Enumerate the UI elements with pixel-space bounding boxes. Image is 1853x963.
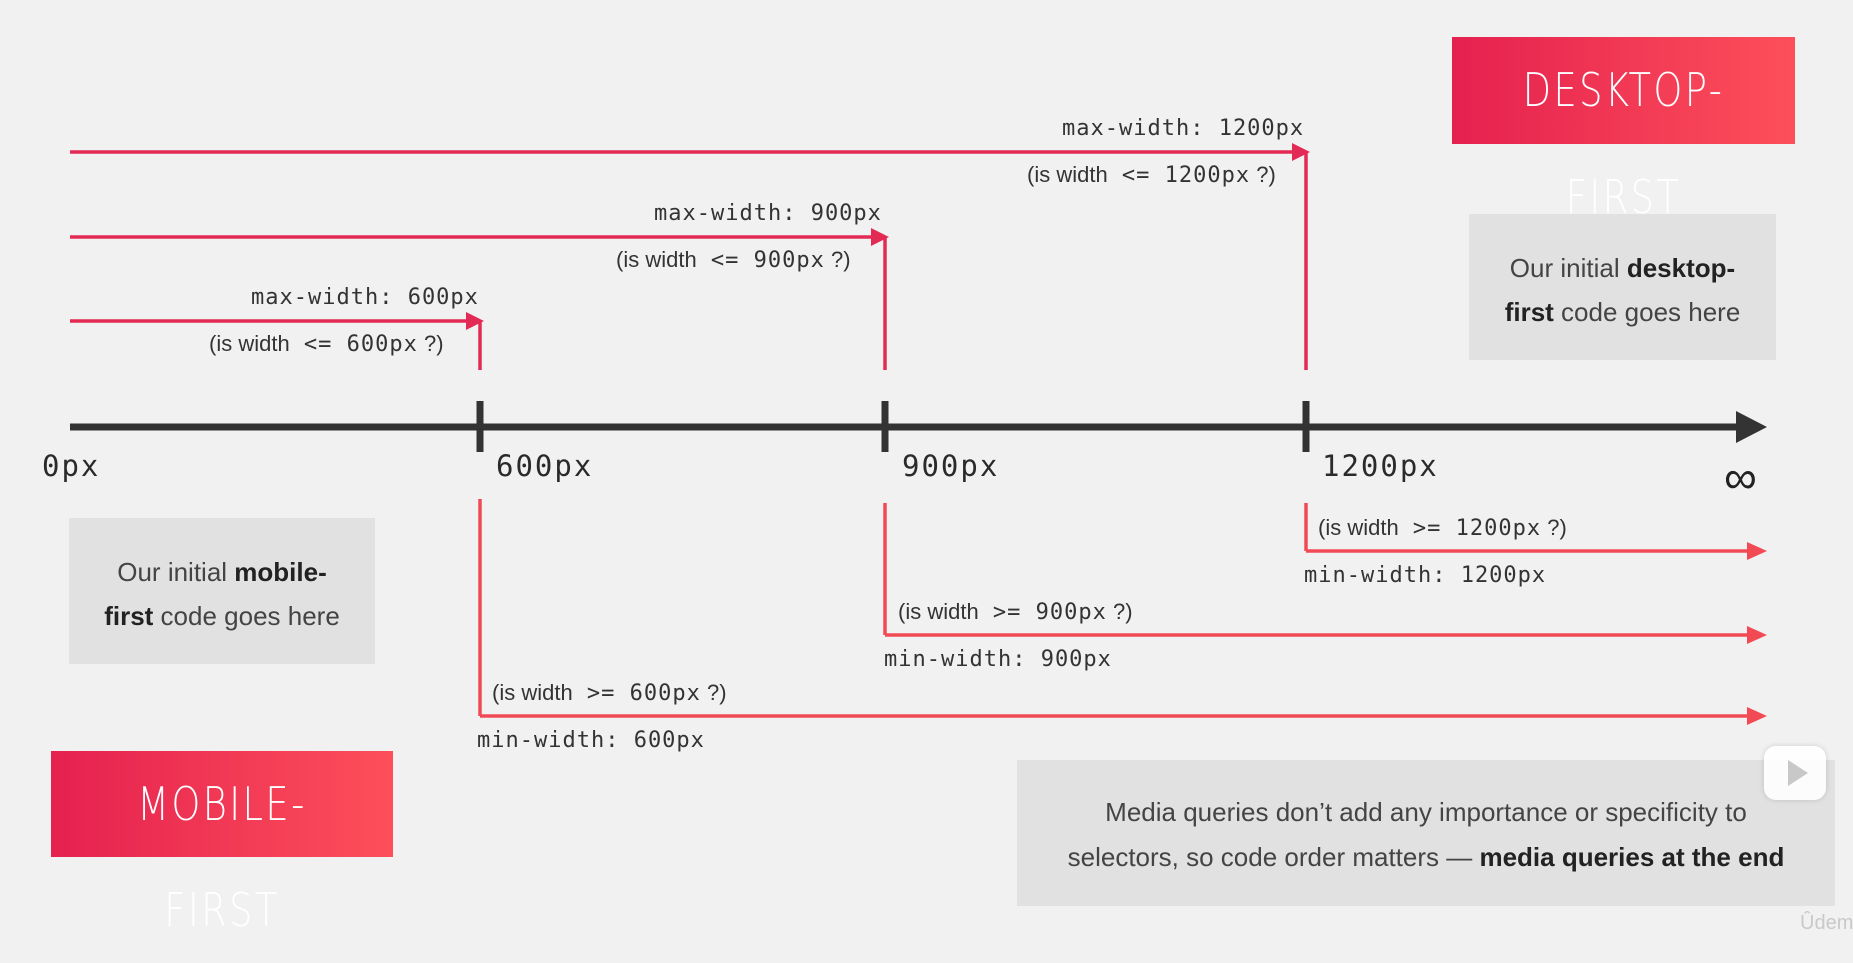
mobile-first-badge: MOBILE-FIRST bbox=[51, 751, 393, 937]
tick-label-1200px: 1200px bbox=[1322, 449, 1439, 483]
max-width-900-question: (is width <= 900px ?) bbox=[616, 247, 851, 273]
desktop-first-badge: DESKTOP-FIRST bbox=[1452, 37, 1795, 224]
min-width-900-arrow bbox=[883, 503, 1767, 644]
infinity-label: ∞ bbox=[1724, 451, 1757, 503]
media-queries-note-box: Media queries don’t add any importance o… bbox=[1017, 760, 1835, 906]
min-width-600-label: min-width: 600px bbox=[477, 728, 705, 753]
min-width-600-question: (is width >= 600px ?) bbox=[492, 680, 727, 706]
max-width-600-label: max-width: 600px bbox=[251, 285, 479, 310]
watermark-logo: Ûdem bbox=[1800, 912, 1853, 934]
min-width-1200-label: min-width: 1200px bbox=[1304, 563, 1547, 588]
max-width-1200-label: max-width: 1200px bbox=[1062, 116, 1305, 141]
tick-label-900px: 900px bbox=[902, 449, 1000, 483]
max-width-1200-question: (is width <= 1200px ?) bbox=[1027, 162, 1276, 188]
tick-label-600px: 600px bbox=[496, 449, 594, 483]
min-width-600-arrow bbox=[478, 499, 1767, 725]
max-width-900-label: max-width: 900px bbox=[654, 201, 882, 226]
min-width-900-question: (is width >= 900px ?) bbox=[898, 599, 1133, 625]
max-width-600-arrow bbox=[70, 312, 484, 370]
min-width-1200-question: (is width >= 1200px ?) bbox=[1318, 515, 1567, 541]
max-width-900-arrow bbox=[70, 228, 889, 370]
axis-arrowhead bbox=[1736, 411, 1767, 443]
mobile-first-code-box: Our initial mobile- first code goes here bbox=[69, 518, 375, 664]
min-width-900-label: min-width: 900px bbox=[884, 647, 1112, 672]
desktop-first-code-box: Our initial desktop- first code goes her… bbox=[1469, 214, 1776, 360]
play-overlay-icon[interactable] bbox=[1764, 746, 1826, 800]
max-width-600-question: (is width <= 600px ?) bbox=[209, 331, 444, 357]
tick-label-0px: 0px bbox=[42, 449, 101, 483]
min-width-1200-arrow bbox=[1304, 503, 1767, 560]
max-width-1200-arrow bbox=[70, 143, 1310, 370]
